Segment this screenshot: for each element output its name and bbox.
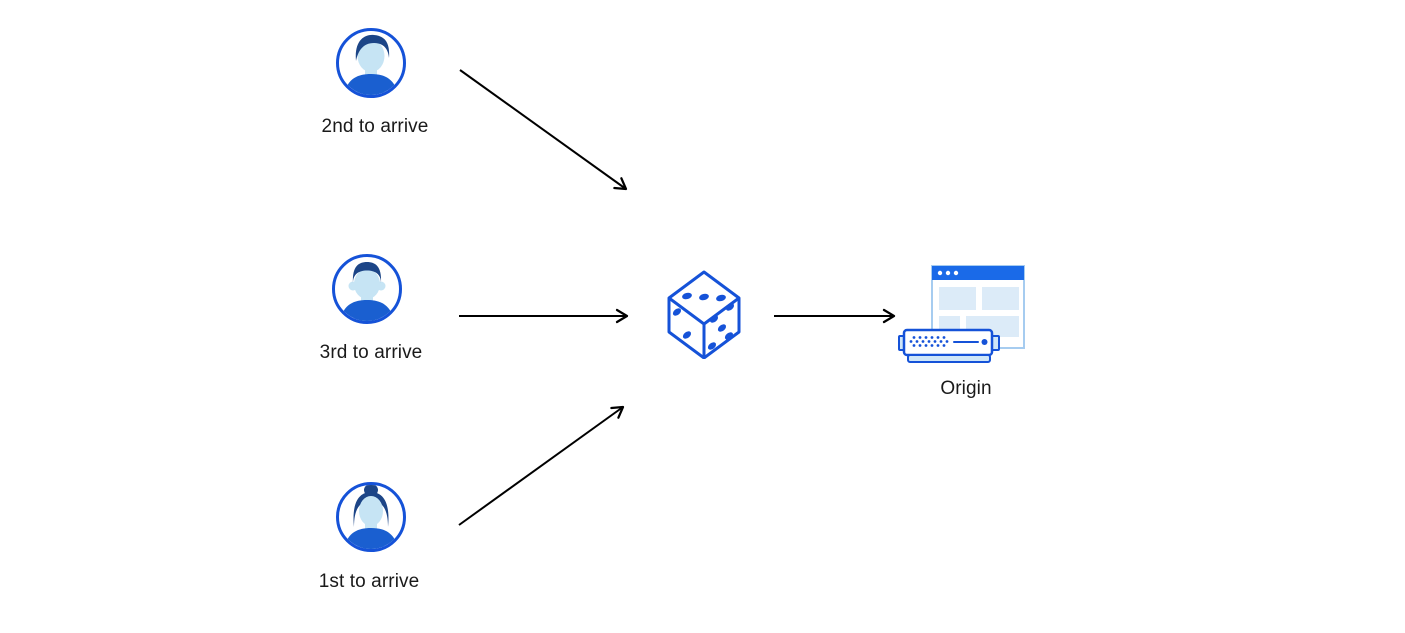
man-avatar-icon xyxy=(332,254,402,324)
dice-icon xyxy=(667,270,741,359)
user-2nd-label: 2nd to arrive xyxy=(321,116,429,137)
arrow-user1st-to-dice xyxy=(458,405,625,526)
user-3rd-label: 3rd to arrive xyxy=(319,342,423,363)
man-avatar-icon xyxy=(336,28,406,98)
origin-label: Origin xyxy=(940,378,992,399)
woman-avatar-icon xyxy=(336,482,406,552)
user-1st-label: 1st to arrive xyxy=(318,571,420,592)
arrow-user2nd-to-dice xyxy=(459,69,628,191)
origin-server-browser-icon xyxy=(898,265,1025,363)
